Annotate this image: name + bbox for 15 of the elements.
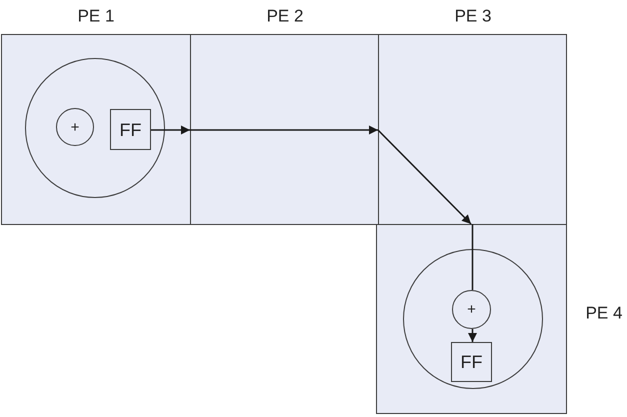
ff-box: FF [110, 109, 151, 150]
plus-circle: + [56, 108, 94, 146]
arrow [377, 129, 472, 225]
plus-circle: + [452, 290, 491, 329]
outer-circle [24, 58, 164, 198]
arrow [468, 329, 477, 342]
pe-heading: PE 3 [454, 8, 492, 26]
pe-heading: PE 2 [266, 8, 304, 26]
arrow [190, 126, 378, 134]
connector-line [472, 224, 474, 290]
pe-heading: PE 1 [78, 8, 114, 26]
pe-heading: PE 4 [586, 304, 622, 324]
arrow [151, 126, 190, 134]
ff-box: FF [451, 342, 492, 382]
outer-circle [402, 248, 542, 388]
